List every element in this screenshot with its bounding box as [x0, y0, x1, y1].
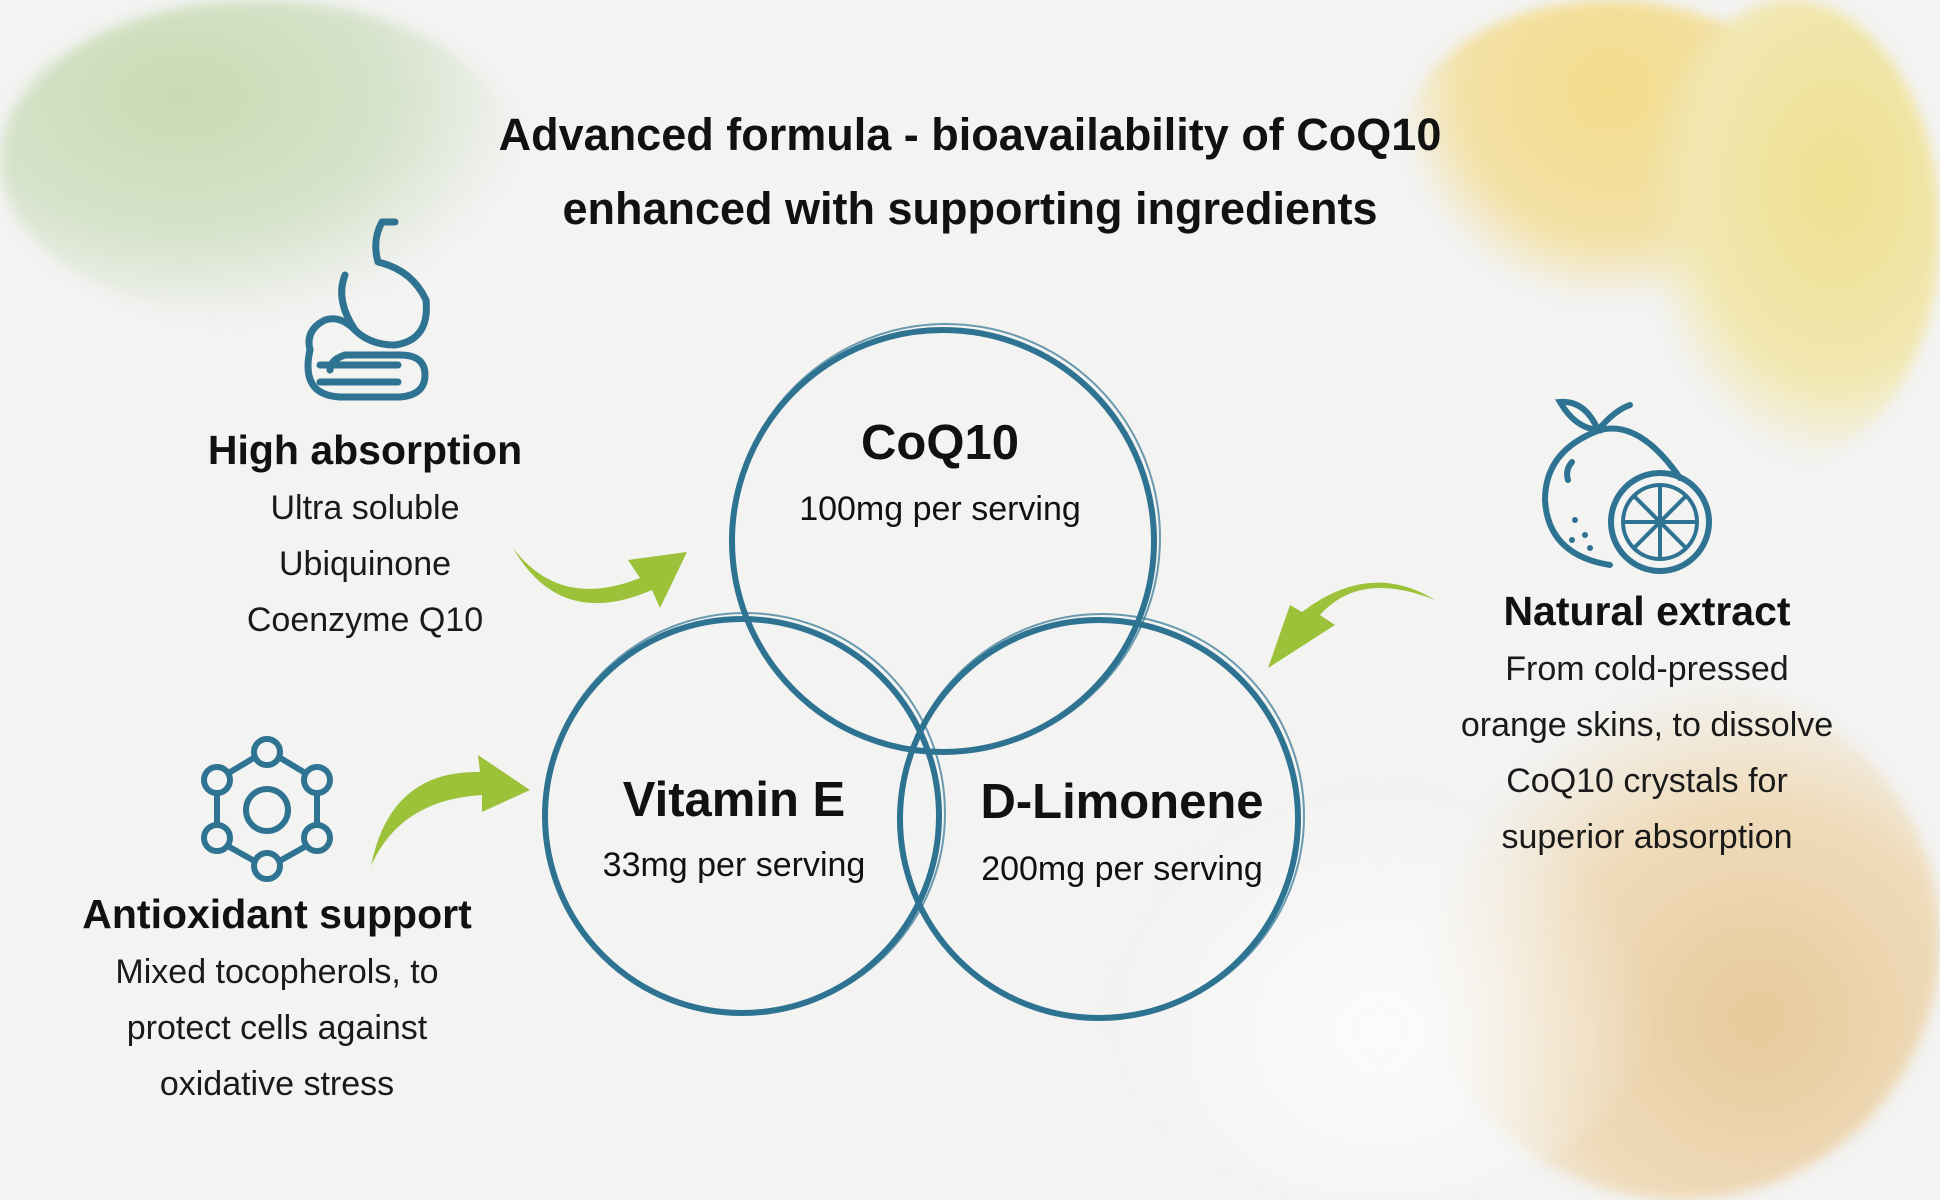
circle-title-coq10: CoQ10	[861, 416, 1019, 470]
d-limonene-circle	[897, 613, 1305, 1021]
arrows	[371, 548, 1435, 866]
vitamin-e-circle	[542, 612, 946, 1016]
feature-line: orange skins, to dissolve	[1460, 706, 1834, 744]
title-line-2: enhanced with supporting ingredients	[562, 183, 1378, 234]
feature-line: protect cells against	[126, 1009, 428, 1047]
circle-amount-coq10: 100mg per serving	[799, 490, 1081, 528]
circle-title-d-limonene: D-Limonene	[980, 775, 1264, 829]
feature-line: From cold-pressed	[1505, 650, 1789, 688]
background-bowl	[1100, 780, 1660, 1200]
feature-heading: High absorption	[207, 427, 523, 473]
arrow-antioxidant	[371, 755, 530, 866]
arrow-absorption	[513, 548, 687, 608]
feature-line: Mixed tocopherols, to	[115, 953, 439, 991]
circle-title-vitamin-e: Vitamin E	[622, 773, 846, 827]
circle-amount-d-limonene: 200mg per serving	[981, 850, 1263, 888]
background-lemon-2	[1640, 0, 1940, 460]
feature-line: CoQ10 crystals for	[1506, 762, 1788, 800]
title-line-1: Advanced formula - bioavailability of Co…	[498, 109, 1442, 160]
feature-line: Ubiquinone	[278, 545, 452, 583]
arrow-natural	[1268, 582, 1435, 668]
background-greens	[0, 0, 520, 320]
circle-amount-vitamin-e: 33mg per serving	[602, 846, 866, 884]
page-title: Advanced formula - bioavailability of Co…	[499, 98, 1442, 246]
feature-line: oxidative stress	[159, 1065, 395, 1103]
feature-line: Ultra soluble	[270, 489, 460, 527]
molecule-icon	[201, 736, 333, 882]
feature-line: superior absorption	[1501, 818, 1793, 856]
feature-line: Coenzyme Q10	[246, 601, 484, 639]
feature-heading: Natural extract	[1503, 588, 1791, 634]
feature-high-absorption: High absorption Ultra soluble Ubiquinone…	[208, 427, 522, 648]
feature-heading: Antioxidant support	[82, 891, 472, 937]
coq10-circle	[729, 323, 1161, 755]
orange-icon	[1541, 398, 1712, 574]
feature-natural-extract: Natural extract From cold-pressed orange…	[1461, 588, 1833, 865]
stomach-icon	[304, 218, 430, 401]
feature-antioxidant-support: Antioxidant support Mixed tocopherols, t…	[82, 891, 471, 1112]
